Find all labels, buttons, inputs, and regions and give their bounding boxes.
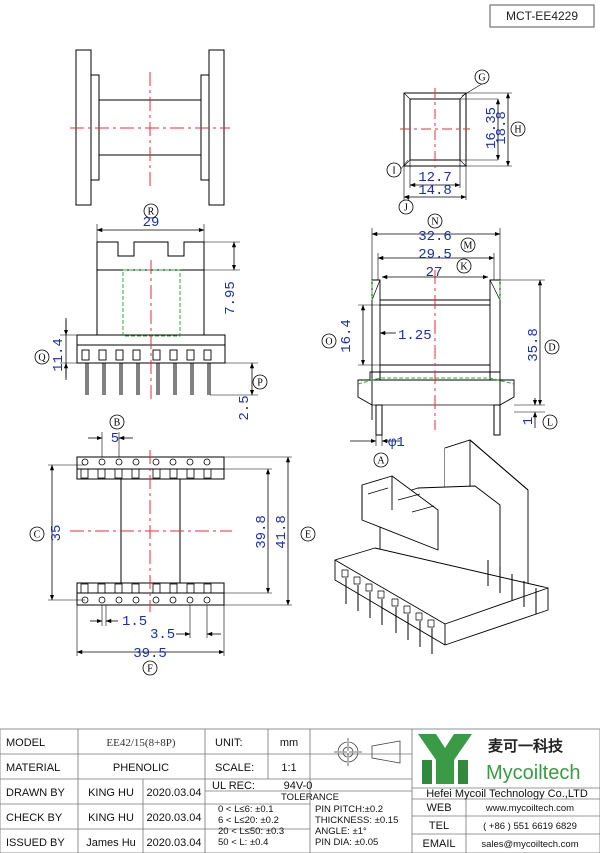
- dim-1: 1: [521, 417, 537, 425]
- label-D: D: [548, 343, 555, 354]
- dim-7-95: 7.95: [223, 281, 239, 315]
- label-H: H: [514, 125, 521, 136]
- dim-29: 29: [143, 215, 160, 231]
- end-view: [399, 81, 512, 203]
- bottom-view-labels: B 5 C 35 39.8 41.8 E 1.5 3.5 39.5 F: [29, 414, 316, 676]
- dim-16-35: 16.35: [484, 107, 500, 149]
- label-J: J: [404, 203, 408, 214]
- material-label: MATERIAL: [6, 762, 60, 774]
- tol-pin-dia: PIN DIA: ±0.05: [315, 837, 378, 848]
- tolerance-label: TOLERANCE: [281, 792, 339, 803]
- dim-11-4: 11.4: [51, 338, 67, 372]
- label-M: M: [464, 241, 473, 252]
- label-E: E: [305, 530, 311, 541]
- ul-label: UL REC:: [212, 780, 255, 792]
- dim-16-4: 16.4: [339, 319, 355, 353]
- ul-value: 94V-0: [284, 780, 313, 792]
- label-G: G: [478, 73, 485, 84]
- tel-value: ( +86 ) 551 6619 6829: [483, 821, 577, 832]
- label-I: I: [392, 166, 395, 177]
- front-view-labels: R 29 7.95 Q 11.4 P 2.5: [34, 203, 268, 421]
- dim-35: 35: [49, 525, 65, 542]
- issued-name: James Hu: [86, 837, 136, 849]
- dim-12-7: 12.7: [418, 170, 452, 186]
- issued-label: ISSUED BY: [6, 837, 65, 849]
- dim-5: 5: [111, 431, 119, 447]
- dim-phi-1: φ1: [388, 435, 405, 451]
- drawn-date: 2020.03.04: [146, 787, 201, 799]
- label-Q: Q: [38, 353, 46, 364]
- label-A: A: [377, 456, 385, 467]
- bottom-view: [48, 432, 292, 656]
- dim-14-8: 14.8: [418, 183, 452, 199]
- dim-39-5: 39.5: [133, 646, 167, 662]
- drawn-label: DRAWN BY: [6, 787, 66, 799]
- email-label: EMAIL: [422, 838, 455, 850]
- label-C: C: [34, 530, 41, 541]
- company-name: Hefei Mycoil Technology Co.,LTD: [426, 788, 588, 800]
- label-N: N: [431, 217, 438, 228]
- projection-symbol-icon: [334, 738, 401, 766]
- email-value: sales@mycoiltech.com: [481, 839, 578, 850]
- dim-18-8: 18.8: [494, 111, 510, 145]
- model-label: MODEL: [6, 737, 45, 749]
- tel-label: TEL: [429, 820, 449, 832]
- unit-value: mm: [280, 737, 298, 749]
- issued-date: 2020.03.04: [146, 837, 201, 849]
- side-view: [350, 228, 545, 446]
- dim-2-5: 2.5: [237, 395, 253, 420]
- label-B: B: [114, 418, 121, 429]
- dim-32-6: 32.6: [418, 229, 452, 245]
- label-F: F: [147, 664, 153, 675]
- tol-pin-pitch: PIN PITCH:±0.2: [315, 804, 383, 815]
- tol-2: 6 < L≤20: ±0.2: [218, 815, 279, 826]
- part-code: MCT-EE4229: [506, 9, 578, 23]
- label-R: R: [148, 207, 155, 218]
- web-value: www.mycoiltech.com: [485, 803, 574, 814]
- dim-41-8: 41.8: [274, 515, 290, 549]
- web-label: WEB: [426, 802, 451, 814]
- check-label: CHECK BY: [6, 812, 63, 824]
- scale-value: 1:1: [281, 762, 296, 774]
- label-L: L: [547, 418, 553, 429]
- dim-3-5: 3.5: [150, 627, 175, 643]
- label-P: P: [257, 378, 263, 389]
- tol-1: 0 < L≤6: ±0.1: [218, 804, 274, 815]
- dim-1-5: 1.5: [122, 614, 147, 630]
- dim-39-8: 39.8: [254, 515, 270, 549]
- mycoiltech-logo-icon: [418, 734, 472, 784]
- tol-3: 20 < L≤50: ±0.3: [218, 826, 284, 837]
- dim-1-25: 1.25: [398, 328, 432, 344]
- company-brand: Mycoiltech: [486, 762, 580, 784]
- title-block-text: MODEL EE42/15(8+8P) MATERIAL PHENOLIC DR…: [6, 737, 588, 850]
- side-view-labels: N 32.6 M 29.5 K 27 O 16.4 1.25 D 35.8 L …: [321, 213, 560, 468]
- material-value: PHENOLIC: [113, 762, 169, 774]
- tol-4: 50 < L: ±0.4: [218, 837, 268, 848]
- drawn-name: KING HU: [88, 787, 134, 799]
- label-O: O: [325, 337, 332, 348]
- label-K: K: [460, 262, 468, 273]
- dim-35-8: 35.8: [526, 328, 542, 362]
- title-block: [0, 728, 600, 853]
- dim-29-5: 29.5: [418, 247, 452, 263]
- company-chinese-name: 麦可一科技: [488, 737, 564, 755]
- end-view-labels: G H I J 16.35 18.8 12.7 14.8: [386, 69, 526, 215]
- scale-label: SCALE:: [215, 762, 254, 774]
- check-name: KING HU: [88, 812, 134, 824]
- dim-27: 27: [426, 265, 443, 281]
- tol-thickness: THICKNESS: ±0.15: [315, 815, 398, 826]
- model-value: EE42/15(8+8P): [106, 737, 175, 749]
- top-view: [70, 49, 230, 206]
- front-view: [60, 224, 258, 400]
- unit-label: UNIT:: [215, 737, 243, 749]
- tol-angle: ANGLE: ±1°: [315, 826, 367, 837]
- check-date: 2020.03.04: [146, 812, 201, 824]
- part-code-box: MCT-EE4229: [489, 4, 595, 28]
- isometric-view: [334, 439, 549, 654]
